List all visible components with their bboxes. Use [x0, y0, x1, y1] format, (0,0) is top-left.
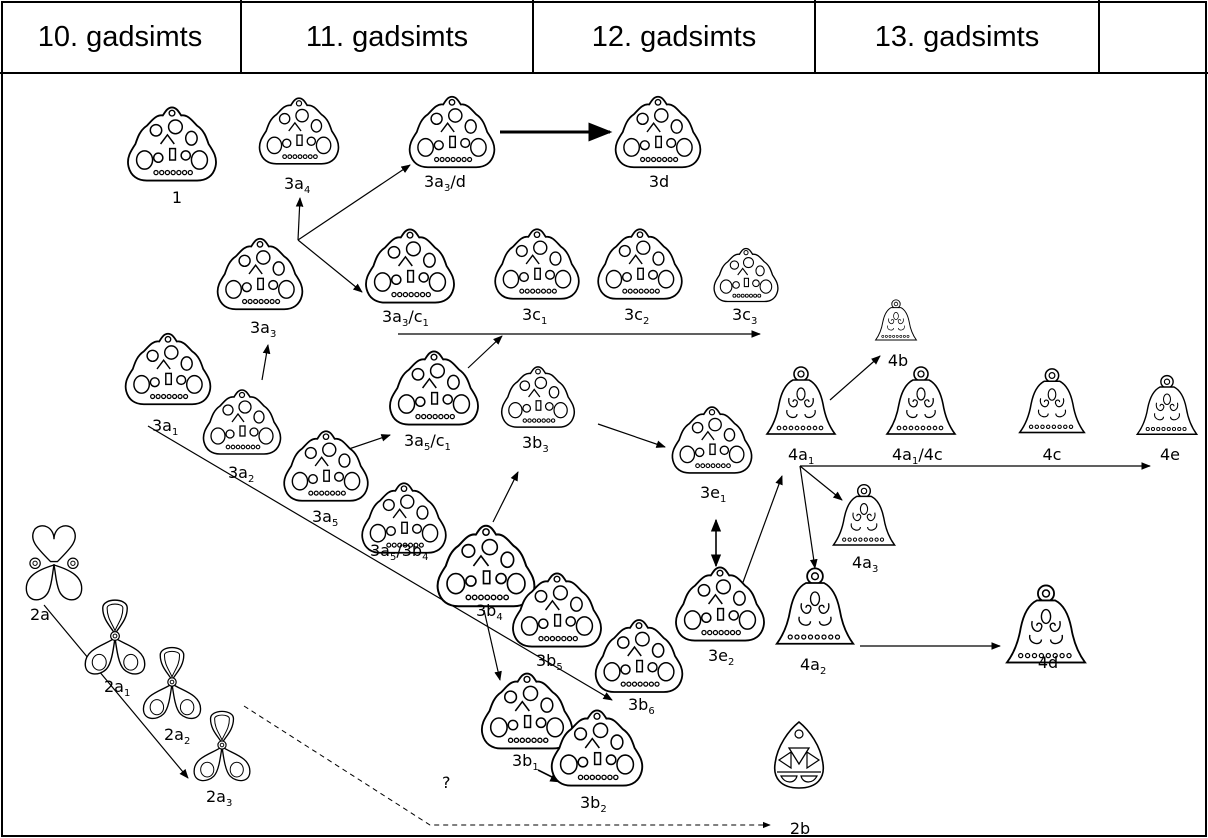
label-4e: 4e: [1160, 445, 1180, 464]
question-mark: ?: [442, 773, 451, 792]
pendant-typology-chart: 1 3a4 3a3/d 3d 3a3 3a3/c1 3c1 3c2 3c3: [25, 95, 1198, 838]
label-3b4: 3b4: [476, 601, 503, 623]
label-3c1: 3c1: [522, 305, 547, 327]
label-2a: 2a: [30, 605, 50, 624]
connector-arrows: [43, 122, 1151, 829]
label-2a3: 2a3: [206, 787, 232, 809]
label-4a3: 4a3: [852, 553, 878, 575]
label-3b2: 3b2: [580, 793, 607, 815]
header-divider: [240, 0, 242, 74]
label-3b3: 3b3: [522, 433, 549, 455]
label-3b1: 3b1: [512, 751, 539, 773]
label-3c2: 3c2: [624, 305, 649, 327]
label-2a2: 2a2: [164, 725, 190, 747]
label-3a3c1: 3a3/c1: [382, 307, 429, 329]
header-divider: [532, 0, 534, 74]
label-3a5-3b4: 3a5/3b4: [370, 541, 428, 563]
label-3a3d: 3a3/d: [424, 172, 466, 194]
label-3e1: 3e1: [700, 483, 726, 505]
label-3e2: 3e2: [708, 646, 734, 668]
label-4d: 4d: [1038, 653, 1058, 672]
label-4a2: 4a2: [800, 655, 826, 677]
label-4a1-4c: 4a1/4c: [892, 445, 943, 467]
label-2b: 2b: [790, 819, 810, 838]
header-divider: [1098, 0, 1100, 74]
header-11th-century: 11. gadsimts: [305, 20, 469, 53]
label-4b: 4b: [888, 351, 908, 370]
header-13th-century: 13. gadsimts: [874, 20, 1040, 53]
header-12th-century: 12. gadsimts: [591, 20, 757, 53]
header-divider: [814, 0, 816, 74]
label-3a1: 3a1: [152, 416, 178, 438]
label-3a2: 3a2: [228, 463, 254, 485]
century-header: 10. gadsimts 11. gadsimts 12. gadsimts 1…: [0, 0, 1208, 74]
label-3a3: 3a3: [250, 318, 276, 340]
header-10th-century: 10. gadsimts: [37, 20, 203, 53]
label-3a5c1: 3a5/c1: [404, 431, 451, 453]
label-3b6: 3b6: [628, 695, 655, 717]
label-4a1: 4a1: [788, 445, 814, 467]
label-4c: 4c: [1043, 445, 1062, 464]
pendant-labels: 1 3a4 3a3/d 3d 3a3 3a3/c1 3c1 3c2 3c3: [30, 172, 1180, 838]
label-3c3: 3c3: [732, 305, 757, 327]
label-3b5: 3b5: [536, 651, 563, 673]
label-1: 1: [172, 188, 182, 207]
label-2a1: 2a1: [104, 677, 130, 699]
label-3a5: 3a5: [312, 507, 338, 529]
label-3d: 3d: [649, 172, 669, 191]
label-3a4: 3a4: [284, 174, 310, 196]
